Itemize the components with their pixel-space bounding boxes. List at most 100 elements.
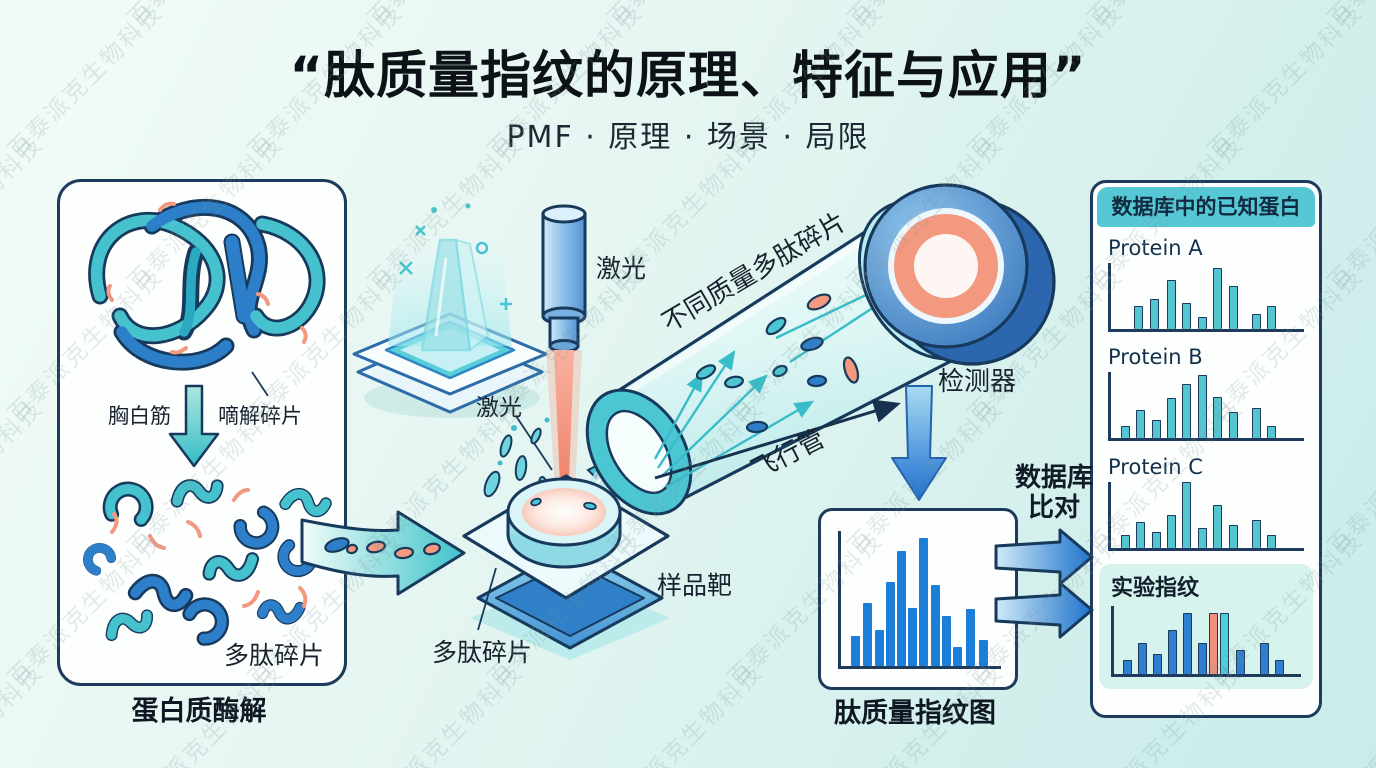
laser-beam [554, 350, 574, 506]
protein-digestion-panel [57, 179, 347, 686]
protein-c-section: Protein C [1093, 455, 1319, 551]
watermark-text: 百泰派克生物科技 [1078, 0, 1249, 33]
sparkle-icons [399, 203, 512, 310]
chart-bar [1209, 612, 1219, 674]
watermark-text: 百泰派克生物科技 [118, 0, 289, 33]
chart-bar [1219, 612, 1229, 674]
chart-bar [1198, 643, 1208, 674]
fingerprint-caption: 肽质量指纹图 [834, 698, 996, 729]
chart-bar [1251, 408, 1261, 438]
watermark-text: 百泰派克生物科技 [598, 0, 769, 33]
mass-fragments-label: 不同质量多肽碎片 [657, 206, 852, 339]
chart-bar [1228, 524, 1238, 548]
chart-bar [930, 585, 940, 666]
chart-bar [850, 636, 860, 666]
ion-spray [572, 424, 660, 514]
chart-bar [885, 582, 895, 666]
hologram-crystal [420, 238, 472, 352]
chart-bar [1136, 410, 1146, 438]
database-panel: 数据库中的已知蛋白 Protein A Protein B Protein C … [1090, 180, 1322, 718]
detector-down-arrow-icon [891, 385, 947, 501]
trypsin-label: 胸白筋 [108, 404, 171, 428]
chart-bar [1267, 534, 1277, 548]
database-panel-header: 数据库中的已知蛋白 [1097, 187, 1315, 227]
chart-bar [978, 640, 988, 666]
watermark-text: 百泰派克生物科技 [603, 394, 769, 560]
database-compare-line1: 数据库 [1014, 463, 1093, 493]
chart-bar [1138, 643, 1148, 674]
watermark-text: 百泰派克生物科技 [1318, 0, 1376, 33]
chart-bar [941, 616, 951, 666]
chart-bar [1120, 534, 1130, 548]
watermark-text: 百泰派克生物科技 [358, 0, 529, 33]
chart-bar [1134, 305, 1144, 329]
peptide-squiggle [505, 498, 575, 559]
digest-fragment-label: 嘀解碎片 [218, 404, 302, 428]
fingerprint-chart-box [818, 508, 1018, 690]
laser-beam-glow [546, 350, 582, 508]
chart-bar [953, 647, 962, 666]
chart-bar [1183, 612, 1193, 674]
watermark-text: 百泰派克生物科技 [1323, 658, 1376, 768]
fingerprint-chart [838, 531, 1001, 669]
ablation-splash [483, 411, 638, 507]
protein-b-section: Protein B [1093, 345, 1319, 441]
protein-c-chart [1108, 482, 1304, 551]
protein-a-label: Protein A [1108, 236, 1203, 260]
protein-a-section: Protein A [1093, 236, 1319, 332]
page-subtitle: PMF · 原理 · 场景 · 局限 [506, 120, 870, 155]
watermark-text: 百泰派克生物科技 [0, 0, 50, 33]
chart-bar [1197, 528, 1207, 548]
chart-bar [1166, 515, 1176, 548]
chart-bar [1267, 426, 1277, 438]
experimental-fingerprint-chart [1111, 606, 1301, 677]
flying-fragments [695, 293, 860, 434]
watermark-text: 百泰派克生物科技 [0, 394, 49, 560]
chart-bar [1235, 650, 1245, 674]
watermark-text: 百泰派克生物科技 [603, 658, 769, 768]
chart-bar [1168, 629, 1178, 674]
detector-rings [857, 183, 1056, 366]
page-title: “肽质量指纹的原理、特征与应用” [289, 47, 1087, 106]
chart-bar [1251, 314, 1261, 329]
chart-bar [863, 602, 873, 666]
chart-bar [1136, 521, 1146, 548]
flight-tube-label: 飞行管 [746, 423, 830, 486]
digestion-caption: 蛋白质酶解 [131, 696, 267, 727]
chart-bar [1182, 302, 1192, 329]
chart-bar [1120, 426, 1130, 438]
protein-c-label: Protein C [1108, 455, 1203, 479]
laser-label-bottom: 激光 [476, 395, 522, 421]
chart-bar [1228, 286, 1238, 329]
database-compare-label: 数据库 比对 [999, 463, 1109, 523]
experimental-fingerprint-label: 实验指纹 [1111, 576, 1200, 601]
chart-bar [1182, 383, 1192, 438]
chart-bar [1149, 299, 1159, 329]
detector-label: 检测器 [938, 367, 1017, 397]
peptide-fragments-label-left: 多肽碎片 [224, 641, 325, 670]
chart-bar [1267, 305, 1277, 329]
chart-bar [1213, 397, 1223, 438]
chart-bar [1166, 279, 1176, 329]
matrix-plate [352, 203, 548, 418]
watermark-text: 百泰派克生物科技 [838, 0, 1009, 33]
protein-b-label: Protein B [1108, 345, 1203, 369]
chart-bar [1274, 660, 1284, 674]
laser-device [541, 204, 587, 513]
experimental-fingerprint-box: 实验指纹 [1099, 564, 1313, 689]
chart-bar [1213, 268, 1223, 329]
chart-bar [1197, 317, 1207, 329]
peptide-pointer-line [477, 567, 497, 631]
chart-bar [1213, 505, 1223, 548]
chart-bar [919, 537, 929, 666]
laser-label-top: 激光 [596, 254, 647, 283]
tube-opening-ring [585, 388, 693, 516]
sample-target-label: 样品靶 [657, 571, 733, 600]
peptide-fragments-label-mid: 多肽碎片 [432, 638, 533, 667]
watermark-text: 百泰派克生物科技 [0, 658, 49, 768]
protein-a-chart [1108, 263, 1304, 332]
laser-pointer-line [515, 415, 553, 471]
chart-bar [1182, 482, 1192, 548]
watermark-text: 百泰派克生物科技 [1323, 394, 1376, 560]
chart-bar [1251, 520, 1261, 548]
